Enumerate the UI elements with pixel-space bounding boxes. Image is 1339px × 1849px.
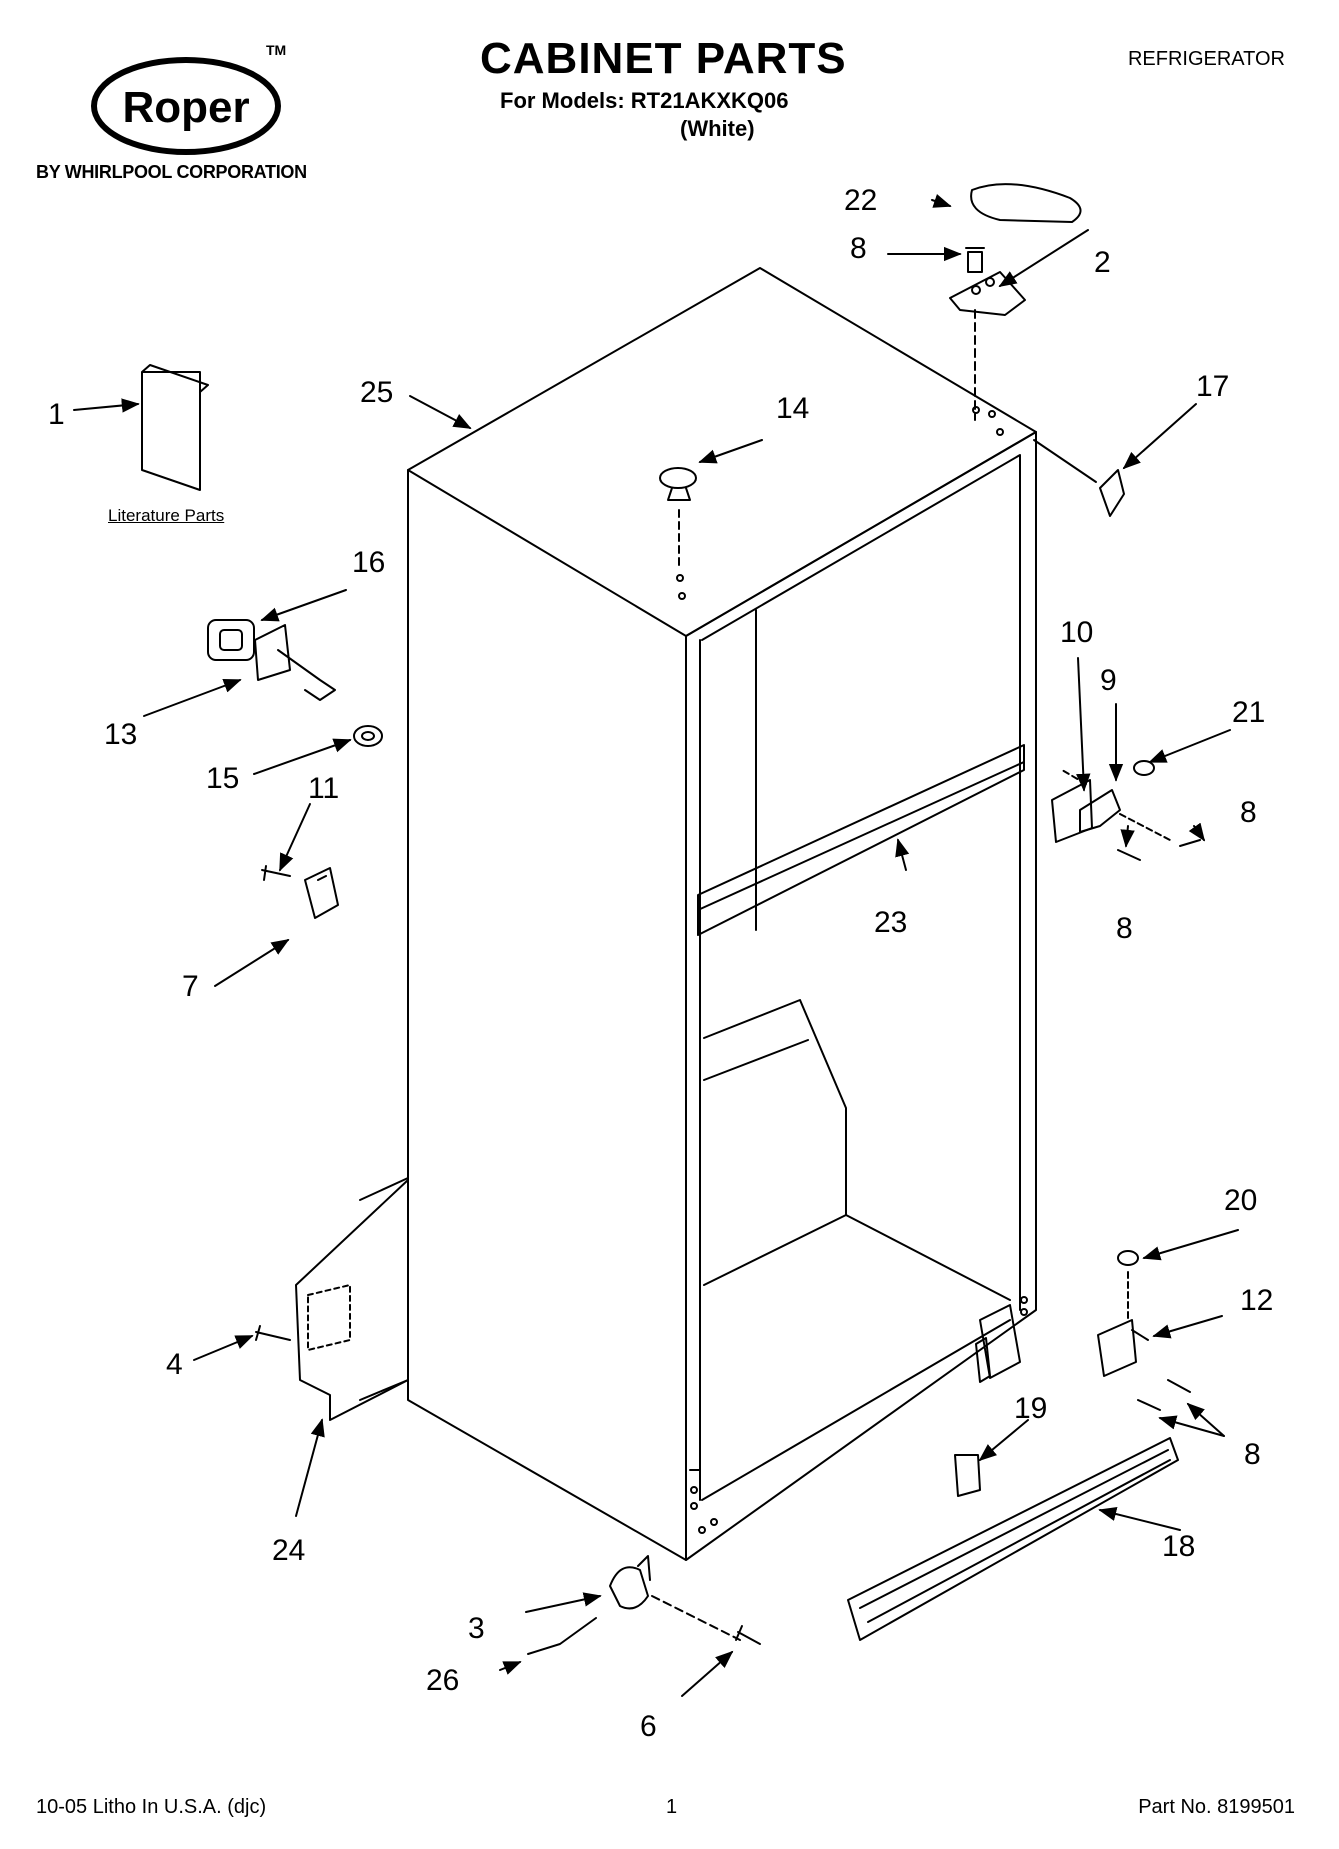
top-hinge-icon (949, 271, 1026, 316)
model-variant: (White) (680, 116, 755, 141)
hinge-cap-icon (1099, 469, 1125, 517)
brand-byline: BY WHIRLPOOL CORPORATION (36, 162, 307, 182)
bracket-icon (1051, 779, 1093, 843)
page-title: CABINET PARTS (480, 34, 847, 83)
toe-grille-icon (847, 1437, 1179, 1641)
model-number: For Models: RT21AKXKQ06 (500, 88, 789, 113)
callout-18: 18 (1162, 1530, 1195, 1563)
callout-6: 6 (640, 1710, 657, 1743)
callout-11: 11 (308, 772, 339, 805)
callout-leaders (73, 194, 1239, 1697)
callout-12: 12 (1240, 1284, 1273, 1317)
screw-icon (261, 865, 291, 881)
callout-1: 1 (48, 398, 65, 431)
divider-rail (697, 744, 1025, 936)
literature-parts-label: Literature Parts (108, 506, 225, 525)
callout-9: 9 (1100, 664, 1117, 697)
callout-3: 3 (468, 1612, 485, 1645)
callout-8-bottom: 8 (1244, 1438, 1261, 1471)
side-panel-icon (295, 1179, 409, 1421)
callout-8-middle-right: 8 (1240, 796, 1257, 829)
callout-15: 15 (206, 762, 239, 795)
callout-20: 20 (1224, 1184, 1257, 1217)
clip-icon (304, 867, 339, 919)
screw-icon (735, 1625, 761, 1645)
refrigerator-cabinet (359, 267, 1037, 1561)
lower-hinge-icon (1097, 1319, 1149, 1377)
page-number: 1 (666, 1796, 678, 1818)
callout-21: 21 (1232, 696, 1265, 729)
middle-hinge-icon (1079, 789, 1121, 833)
callout-13: 13 (104, 718, 137, 751)
screw-icon (255, 1325, 291, 1341)
callout-10: 10 (1060, 616, 1093, 649)
grommet-icon (207, 619, 255, 661)
callout-24: 24 (272, 1534, 305, 1567)
product-category: REFRIGERATOR (1127, 48, 1285, 70)
callout-25: 25 (360, 376, 393, 409)
callout-17: 17 (1196, 370, 1229, 403)
shaft-icon (254, 624, 336, 701)
literature-booklet (141, 364, 209, 491)
callout-4: 4 (166, 1348, 183, 1381)
trademark-mark: TM (266, 42, 287, 58)
callout-22: 22 (844, 184, 877, 217)
print-info: 10-05 Litho In U.S.A. (djc) (36, 1796, 267, 1818)
brand-name: Roper (122, 83, 249, 132)
hinge-cover-icon (970, 183, 1082, 223)
washer-icon (1133, 760, 1155, 776)
part-number: Part No. 8199501 (1138, 1796, 1295, 1818)
callout-8-top: 8 (850, 232, 867, 265)
washer-icon (1117, 1250, 1139, 1266)
clip-icon (954, 1454, 981, 1497)
callout-19: 19 (1014, 1392, 1047, 1425)
screw-icon (965, 247, 985, 273)
interior-liner (703, 999, 1011, 1301)
roller-pin-icon (527, 1617, 597, 1655)
callout-7: 7 (182, 970, 199, 1003)
callout-8-middle-lower: 8 (1116, 912, 1133, 945)
leveling-leg-icon (609, 1555, 651, 1610)
callout-26: 26 (426, 1664, 459, 1697)
callout-16: 16 (352, 546, 385, 579)
washer-icon (353, 725, 383, 747)
screw-icon (1117, 839, 1201, 861)
callout-2: 2 (1094, 246, 1111, 279)
callout-23: 23 (874, 906, 907, 939)
callout-14: 14 (776, 392, 809, 425)
screw-icon (1137, 1379, 1191, 1411)
plug-button-icon (659, 467, 697, 489)
roper-logo: Roper (91, 57, 281, 155)
lower-hinge-mount (975, 1304, 1021, 1383)
